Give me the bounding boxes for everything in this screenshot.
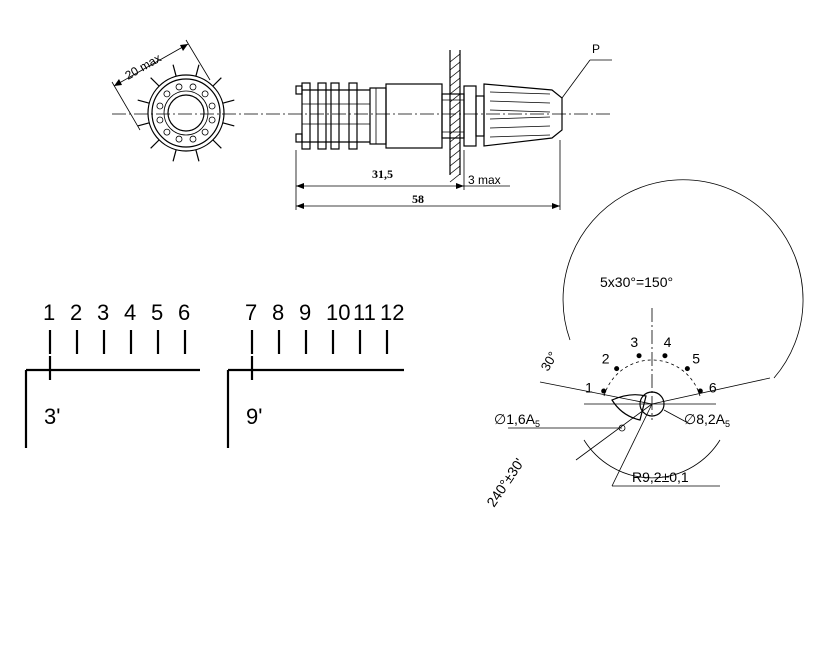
pitch-hole xyxy=(614,366,620,372)
step-angle-label: 30° xyxy=(538,349,561,374)
wafer-holes xyxy=(156,83,216,143)
wafer-lug xyxy=(212,77,222,87)
group1-contact-number: 3 xyxy=(97,300,109,325)
wafer-lug xyxy=(212,139,222,149)
front-view: 20 max xyxy=(111,39,610,162)
group1-contact-number: 1 xyxy=(43,300,55,325)
pitch-hole xyxy=(684,366,690,372)
group2-contact-number: 9 xyxy=(299,300,311,325)
pitch-hole xyxy=(697,388,703,394)
group2-contact-number: 10 xyxy=(326,300,350,325)
wafer-lug xyxy=(150,139,160,149)
wafer-hole xyxy=(208,102,216,110)
radius-label: R9,2±0,1 xyxy=(632,469,689,485)
wafer-lug xyxy=(195,64,200,77)
wafer-lug xyxy=(150,77,160,87)
group2-contact-number: 7 xyxy=(245,300,257,325)
wafer-hole xyxy=(156,116,164,124)
body-length-label: 31,5 xyxy=(372,167,393,181)
span-angle-label: 5x30°=150° xyxy=(600,274,673,290)
wafer-hole xyxy=(156,102,164,110)
group2-contact-number: 11 xyxy=(353,300,376,325)
group2-contact-number: 12 xyxy=(380,300,404,325)
wafer-lug xyxy=(137,99,150,104)
wafer-hole xyxy=(189,83,197,91)
wafer-lug xyxy=(222,99,235,104)
pitch-position-label: 1 xyxy=(585,379,593,395)
small-hole-label: ∅1,6A5 xyxy=(494,411,540,429)
wafer-lugs xyxy=(137,64,235,162)
pitch-hole xyxy=(636,353,642,359)
wafer-lug xyxy=(195,149,200,162)
group1-contact-number: 2 xyxy=(70,300,82,325)
wafer-hole xyxy=(201,90,209,98)
pitch-position-label: 4 xyxy=(664,334,672,350)
common-label-2: 9' xyxy=(246,404,262,429)
pitch-hole xyxy=(662,353,668,359)
front-width-label: 20 max xyxy=(123,51,164,83)
wafer-lug xyxy=(222,122,235,127)
wafer-lug xyxy=(172,64,177,77)
knob-label: P xyxy=(592,42,600,56)
common-label-1: 3' xyxy=(44,404,60,429)
pitch-hole xyxy=(601,388,607,394)
overall-length-label: 58 xyxy=(412,192,424,206)
group2-contact-number: 8 xyxy=(272,300,284,325)
wafer-hole xyxy=(163,90,171,98)
panel-hatch xyxy=(449,53,461,183)
pitch-position-label: 2 xyxy=(602,351,610,367)
side-view: P 31,5 3 max 58 xyxy=(295,42,612,210)
wafer-lug xyxy=(172,149,177,162)
wafer-hole xyxy=(175,135,183,143)
group1-contact-number: 5 xyxy=(151,300,163,325)
pitch-position-label: 3 xyxy=(630,334,638,350)
pitch-position-label: 5 xyxy=(692,351,700,367)
wafer-hole xyxy=(201,128,209,136)
group1-contact-number: 4 xyxy=(124,300,136,325)
wafer-hole xyxy=(175,83,183,91)
wafer-hole xyxy=(163,128,171,136)
panel-max-label: 3 max xyxy=(468,173,501,187)
wafer-lug xyxy=(137,122,150,127)
pitch-position-label: 6 xyxy=(709,379,717,395)
group1-contact-number: 6 xyxy=(178,300,190,325)
center-hole-label: ∅8,2A5 xyxy=(684,411,730,429)
rotation-label: 240°±30' xyxy=(483,455,527,509)
wafer-hole xyxy=(189,135,197,143)
wafer-hole xyxy=(208,116,216,124)
knob-ribs xyxy=(489,91,551,138)
